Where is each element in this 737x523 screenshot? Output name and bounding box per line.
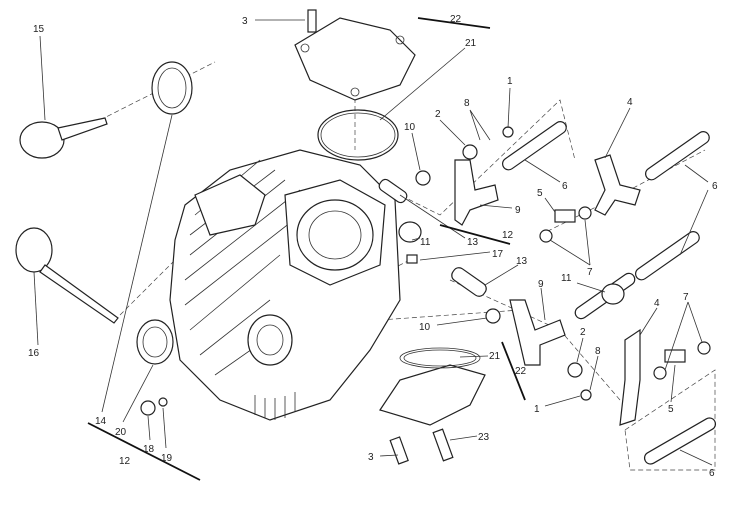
callout-4: 4: [627, 97, 633, 108]
callout-18: 18: [143, 444, 155, 455]
callout-6: 6: [709, 468, 715, 479]
callout-19: 19: [161, 453, 173, 464]
cylinder-head: [169, 149, 401, 421]
group-brackets: [87, 17, 526, 481]
callout-8: 8: [464, 98, 470, 109]
callout-20: 20: [115, 427, 127, 438]
rocker-parts: [378, 121, 717, 465]
leader-lines: [33, 19, 713, 466]
callout-1: 1: [507, 76, 513, 87]
callout-10: 10: [404, 122, 416, 133]
callout-11: 11: [561, 273, 572, 284]
callout-7: 7: [683, 292, 689, 303]
callout-13: 13: [467, 237, 479, 248]
callout-8: 8: [595, 346, 601, 357]
callout-6: 6: [562, 181, 568, 192]
callout-1: 1: [534, 404, 540, 415]
callout-5: 5: [668, 404, 674, 415]
callout-14: 14: [95, 416, 107, 427]
callout-23: 23: [478, 432, 490, 443]
callout-7: 7: [587, 267, 593, 278]
callout-16: 16: [28, 348, 40, 359]
callout-22: 22: [450, 14, 462, 25]
callout-17: 17: [492, 249, 504, 260]
callout-5: 5: [537, 188, 543, 199]
callout-21: 21: [489, 351, 501, 362]
callout-3: 3: [242, 16, 248, 27]
callout-12: 12: [502, 230, 514, 241]
callout-13: 13: [516, 256, 528, 267]
callout-15: 15: [33, 24, 45, 35]
callout-4: 4: [654, 298, 660, 309]
valve-cover-top: [294, 9, 416, 161]
valves: [15, 61, 193, 416]
callout-labels: 3 22 21 15 1 8 2 10 4 6 6 9 5 13 11 12 1…: [28, 14, 718, 479]
callout-2: 2: [435, 109, 441, 120]
valve-cover-bottom: [379, 347, 486, 465]
callout-3: 3: [368, 452, 374, 463]
callout-11: 11: [420, 237, 431, 248]
callout-2: 2: [580, 327, 586, 338]
callout-10: 10: [419, 322, 431, 333]
callout-21: 21: [465, 38, 477, 49]
callout-9: 9: [538, 279, 544, 290]
callout-9: 9: [515, 205, 521, 216]
callout-12: 12: [119, 456, 131, 467]
callout-6: 6: [712, 181, 718, 192]
callout-22: 22: [515, 366, 527, 377]
